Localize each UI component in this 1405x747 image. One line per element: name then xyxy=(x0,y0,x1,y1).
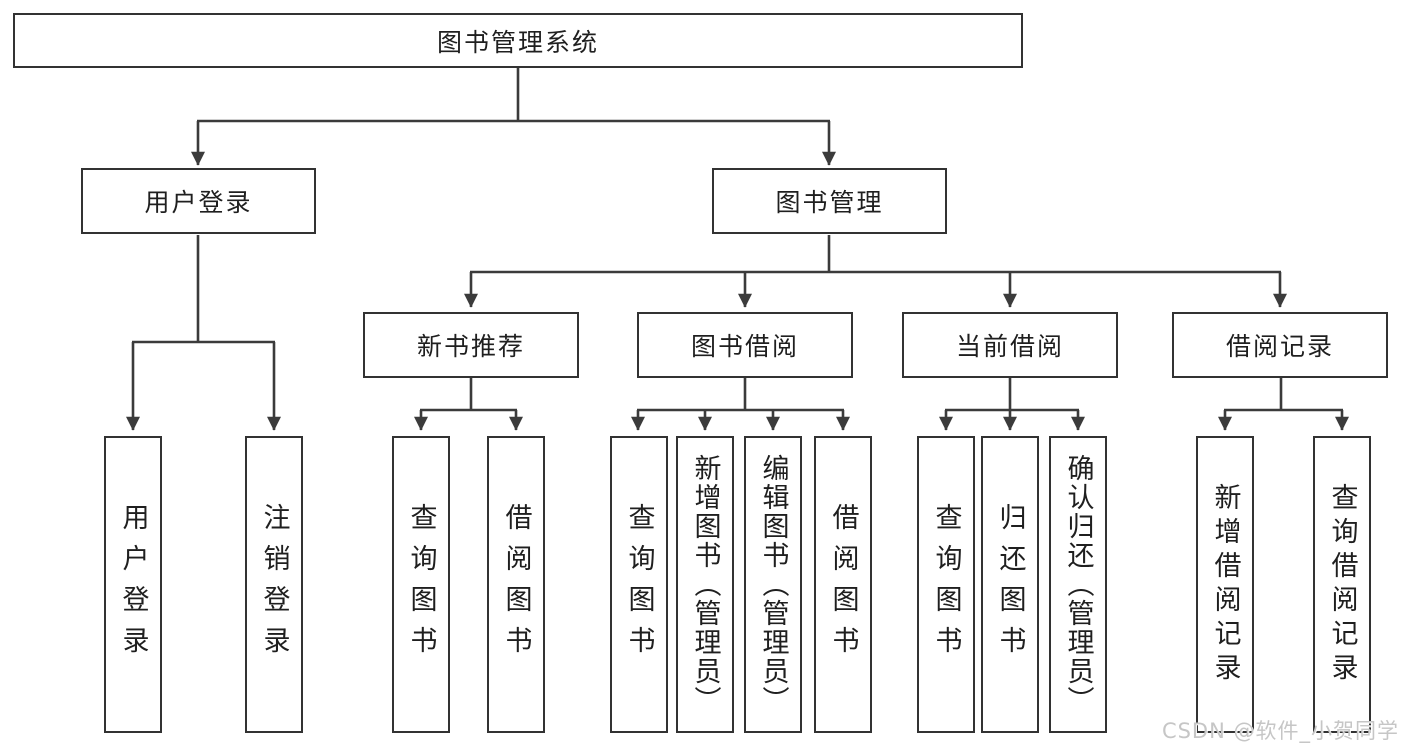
leaf-query-books-current: 查询图书 xyxy=(917,436,975,733)
leaf-query-borrow-record: 查询借阅记录 xyxy=(1313,436,1371,733)
node-label: 新书推荐 xyxy=(416,332,525,361)
leaf-label: 注销登录 xyxy=(258,502,290,667)
leaf-label: 归还图书 xyxy=(994,502,1026,667)
connector-current-borrowing-group xyxy=(939,378,1085,431)
leaf-edit-book-admin: 编辑图书（管理员） xyxy=(744,436,802,733)
leaf-borrow-books-recommend: 借阅图书 xyxy=(487,436,545,733)
node-current-borrowing: 当前借阅 xyxy=(902,312,1118,378)
leaf-label: 编辑图书（管理员） xyxy=(757,454,789,715)
connector-user-login-group xyxy=(126,235,281,431)
node-book-management: 图书管理 xyxy=(712,168,947,234)
leaf-return-books: 归还图书 xyxy=(981,436,1039,733)
leaf-label: 确认归还（管理员） xyxy=(1062,454,1094,715)
leaf-logout: 注销登录 xyxy=(245,436,303,733)
node-label: 当前借阅 xyxy=(955,332,1064,361)
leaf-add-book-admin: 新增图书（管理员） xyxy=(676,436,734,733)
connector-root-to-level2 xyxy=(191,68,836,166)
node-label: 图书管理系统 xyxy=(436,27,599,57)
node-label: 借阅记录 xyxy=(1225,332,1334,361)
connector-book-management-to-level3 xyxy=(464,235,1287,308)
leaf-label: 查询图书 xyxy=(930,502,962,667)
node-library-management-system: 图书管理系统 xyxy=(13,13,1023,68)
leaf-label: 查询图书 xyxy=(405,502,437,667)
leaf-label: 新增借阅记录 xyxy=(1209,482,1241,687)
leaf-label: 用户登录 xyxy=(117,502,149,667)
leaf-query-books-borrowing: 查询图书 xyxy=(610,436,668,733)
node-label: 用户登录 xyxy=(144,188,253,217)
node-new-book-recommend: 新书推荐 xyxy=(363,312,579,378)
leaf-label: 借阅图书 xyxy=(500,502,532,667)
node-label: 图书借阅 xyxy=(690,332,799,361)
leaf-add-borrow-record: 新增借阅记录 xyxy=(1196,436,1254,733)
leaf-label: 借阅图书 xyxy=(827,502,859,667)
leaf-borrow-books-borrowing: 借阅图书 xyxy=(814,436,872,733)
node-label: 图书管理 xyxy=(775,188,884,217)
leaf-label: 查询图书 xyxy=(623,502,655,667)
node-book-borrowing: 图书借阅 xyxy=(637,312,853,378)
watermark: CSDN @软件_小贺同学 xyxy=(1161,719,1399,743)
leaf-label: 查询借阅记录 xyxy=(1326,482,1358,687)
connector-borrowing-records-group xyxy=(1218,378,1349,431)
leaf-confirm-return-admin: 确认归还（管理员） xyxy=(1049,436,1107,733)
leaf-query-books-recommend: 查询图书 xyxy=(392,436,450,733)
connector-new-book-recommend-group xyxy=(414,378,523,431)
leaf-label: 新增图书（管理员） xyxy=(689,454,721,715)
node-user-login: 用户登录 xyxy=(81,168,316,234)
connector-book-borrowing-group xyxy=(631,378,850,431)
leaf-user-login: 用户登录 xyxy=(104,436,162,733)
node-borrowing-records: 借阅记录 xyxy=(1172,312,1388,378)
